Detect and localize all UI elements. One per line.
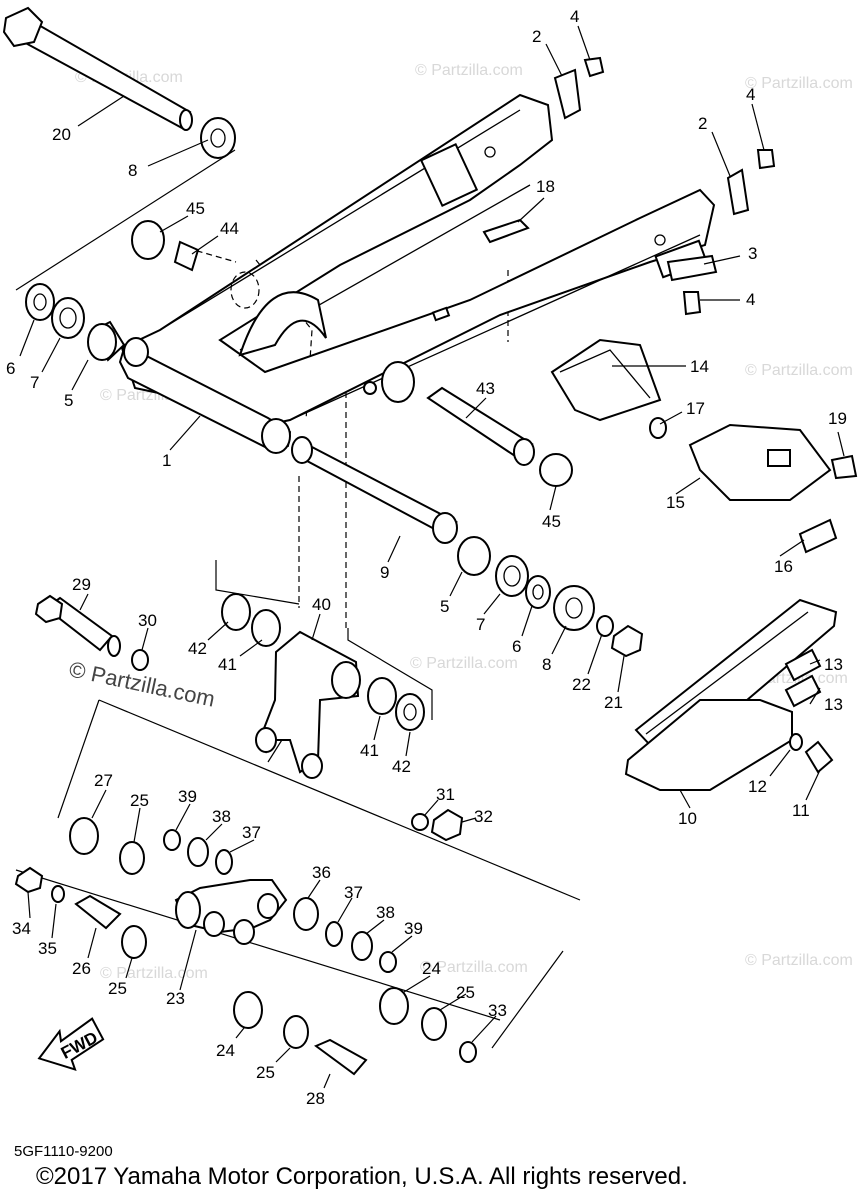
callout-39: 39	[404, 919, 423, 938]
callout-10: 10	[678, 809, 697, 828]
pivot-bearings-right	[457, 536, 644, 658]
assembly-outlines	[15, 149, 581, 1049]
callout-11: 11	[792, 801, 810, 820]
chain-slider	[624, 598, 838, 791]
callout-19: 19	[828, 409, 847, 428]
callout-7: 7	[476, 615, 485, 634]
chain-guide	[550, 338, 858, 554]
leader-lines	[19, 25, 845, 1089]
callout-labels: 2 4 2 4 3 4 20 8 45 44 18 6 7 5 1 14 17 …	[6, 7, 847, 1108]
callout-31: 28	[306, 1089, 325, 1108]
watermark: © Partzilla.com	[410, 655, 518, 672]
callout-25: 25	[130, 791, 149, 810]
callout-29: 34	[12, 919, 31, 938]
callout-5: 5	[64, 391, 73, 410]
callout-41: 41	[360, 741, 379, 760]
callout-44: 44	[220, 219, 239, 238]
watermark: © Partzilla.com	[745, 75, 853, 92]
forward-arrow-icon: FWD	[37, 1017, 105, 1072]
callout-25: 25	[256, 1063, 275, 1082]
callout-40: 40	[312, 595, 331, 614]
callout-17: 17	[686, 399, 705, 418]
callout-28: 33	[488, 1001, 507, 1020]
callout-4: 4	[570, 7, 579, 26]
callout-26: 26	[72, 959, 91, 978]
callout-38: 38	[376, 903, 395, 922]
callout-42: 42	[188, 639, 207, 658]
callout-45: 45	[542, 512, 561, 531]
callout-6: 6	[512, 637, 521, 656]
callout-43: 43	[476, 379, 495, 398]
diagram-code: 5GF1110-9200	[14, 1143, 113, 1160]
callout-15: 15	[666, 493, 685, 512]
pivot-bearings-left	[25, 220, 200, 362]
callout-39: 39	[178, 787, 197, 806]
callout-27: 27	[94, 771, 113, 790]
callout-36: 36	[312, 863, 331, 882]
watermark: © Partzilla.com	[420, 959, 528, 976]
callout-8: 8	[542, 655, 551, 674]
callout-38: 38	[212, 807, 231, 826]
pivot-axles	[291, 361, 573, 544]
callout-2: 2	[698, 114, 707, 133]
callout-14: 14	[690, 357, 709, 376]
watermark: © Partzilla.com	[745, 362, 853, 379]
callout-18: 18	[536, 177, 555, 196]
callout-45: 45	[186, 199, 205, 218]
swingarm	[118, 93, 716, 454]
callout-41: 41	[218, 655, 237, 674]
callout-32: 29	[72, 575, 91, 594]
copyright-notice: ©2017 Yamaha Motor Corporation, U.S.A. A…	[36, 1163, 688, 1190]
callout-23: 23	[166, 989, 185, 1008]
callout-16: 16	[774, 557, 793, 576]
callout-3: 3	[748, 244, 757, 263]
callout-21: 21	[604, 693, 623, 712]
watermark: © Partzilla.com	[415, 62, 523, 79]
pivot-shaft	[2, 6, 236, 159]
callout-25: 25	[456, 983, 475, 1002]
callout-7: 7	[30, 373, 39, 392]
callout-24: 24	[216, 1041, 235, 1060]
callout-22: 22	[572, 675, 591, 694]
callout-33: 30	[138, 611, 157, 630]
relay-arm	[34, 593, 464, 842]
callout-25: 25	[108, 979, 127, 998]
watermark: © Partzilla.com	[745, 952, 853, 969]
callout-2: 2	[532, 27, 541, 46]
callout-4: 4	[746, 85, 755, 104]
callout-5: 5	[440, 597, 449, 616]
callout-13: 13	[824, 695, 843, 714]
callout-8: 8	[128, 161, 137, 180]
callout-12: 12	[748, 777, 767, 796]
callout-24: 24	[422, 959, 441, 978]
callout-4: 4	[746, 290, 755, 309]
callout-30: 35	[38, 939, 57, 958]
callout-6: 6	[6, 359, 15, 378]
callout-37: 37	[242, 823, 261, 842]
callout-42: 42	[392, 757, 411, 776]
callout-1: 1	[162, 451, 171, 470]
callout-20: 20	[52, 125, 71, 144]
chain-hardware	[482, 56, 776, 316]
callout-34: 31	[436, 785, 455, 804]
linkage	[14, 817, 477, 1076]
callout-37: 37	[344, 883, 363, 902]
watermark: © Partzilla.com	[100, 965, 208, 982]
callout-13: 13	[824, 655, 843, 674]
callout-9: 9	[380, 563, 389, 582]
callout-35: 32	[474, 807, 493, 826]
